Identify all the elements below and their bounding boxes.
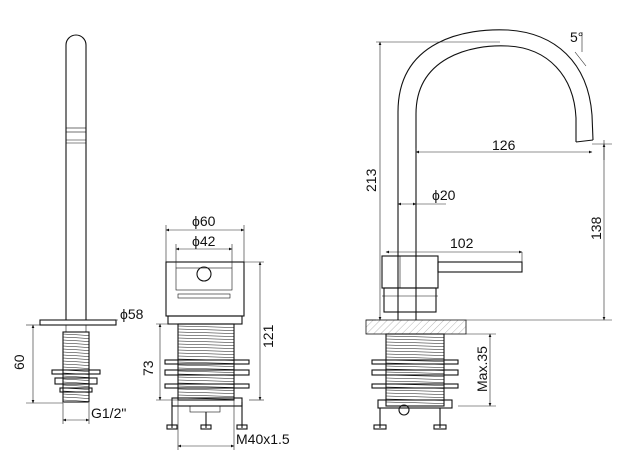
thread-line <box>62 339 90 342</box>
thread-line <box>62 333 90 336</box>
thread-line <box>385 356 445 359</box>
thread-line <box>177 331 235 334</box>
body-outer-diameter-label: ϕ60 <box>192 213 216 229</box>
body-height-label: 121 <box>260 324 276 348</box>
thread-line <box>177 352 235 355</box>
thread-line <box>177 325 235 328</box>
thread-line <box>177 343 235 346</box>
thread-line <box>177 388 235 391</box>
thread-line <box>62 351 90 354</box>
thread-line <box>62 348 90 351</box>
spout-flange-diameter-label: ϕ58 <box>120 306 144 322</box>
thread-line <box>385 389 445 392</box>
tap-lever-label: 102 <box>450 235 474 251</box>
thread-line <box>62 384 90 387</box>
thread-line <box>62 354 90 357</box>
body-dimensions <box>156 225 264 450</box>
thread-line <box>177 391 235 394</box>
thread-line <box>177 370 235 373</box>
thread-line <box>62 381 90 384</box>
tap-dimensions <box>366 32 612 407</box>
thread-line <box>177 385 235 388</box>
thread-line <box>177 364 235 367</box>
thread-line <box>62 345 90 348</box>
body-thread-label: M40x1.5 <box>236 431 290 447</box>
thread-line <box>177 361 235 364</box>
thread-line <box>177 346 235 349</box>
tap-diameter-label: ϕ20 <box>432 187 456 203</box>
thread-line <box>177 379 235 382</box>
spout-thread-label: G1/2" <box>91 405 126 421</box>
thread-line <box>62 378 90 381</box>
tap-reach-label: 126 <box>492 137 516 153</box>
thread-line <box>177 376 235 379</box>
thread-line <box>385 350 445 353</box>
thread-line <box>177 349 235 352</box>
thread-line <box>385 395 445 398</box>
spout-height-label: 60 <box>11 354 27 370</box>
thread-line <box>385 344 445 347</box>
thread-line <box>177 355 235 358</box>
thread-line <box>385 371 445 374</box>
thread-line <box>177 340 235 343</box>
thread-line <box>62 366 90 369</box>
thread-line <box>62 375 90 378</box>
thread-line <box>62 399 90 402</box>
tap-spout-height-label: 138 <box>588 216 604 240</box>
thread-line <box>385 335 445 338</box>
thread-line <box>385 338 445 341</box>
thread-line <box>385 347 445 350</box>
thread-line <box>177 328 235 331</box>
mixer-body-view <box>164 261 250 430</box>
thread-line <box>177 337 235 340</box>
tap-angle-label: 5° <box>570 29 583 45</box>
body-shank-label: 73 <box>140 360 156 376</box>
tap-max-deck-label: Max.35 <box>474 346 490 392</box>
thread-line <box>385 341 445 344</box>
thread-line <box>177 367 235 370</box>
thread-line <box>385 380 445 383</box>
thread-line <box>62 342 90 345</box>
thread-line <box>385 365 445 368</box>
body-inner-diameter-label: ϕ42 <box>192 233 216 249</box>
spout-dimensions <box>26 319 118 424</box>
thread-line <box>385 353 445 356</box>
thread-line <box>385 392 445 395</box>
tap-assembly-view <box>365 29 594 430</box>
thread-line <box>62 363 90 366</box>
thread-line <box>385 401 445 404</box>
thread-line <box>62 357 90 360</box>
thread-line <box>177 334 235 337</box>
tap-total-height-label: 213 <box>363 168 379 192</box>
thread-line <box>62 396 90 399</box>
thread-line <box>62 336 90 339</box>
thread-line <box>62 393 90 396</box>
spout-side-view <box>39 34 117 403</box>
thread-line <box>177 394 235 397</box>
thread-line <box>62 360 90 363</box>
thread-line <box>385 377 445 380</box>
